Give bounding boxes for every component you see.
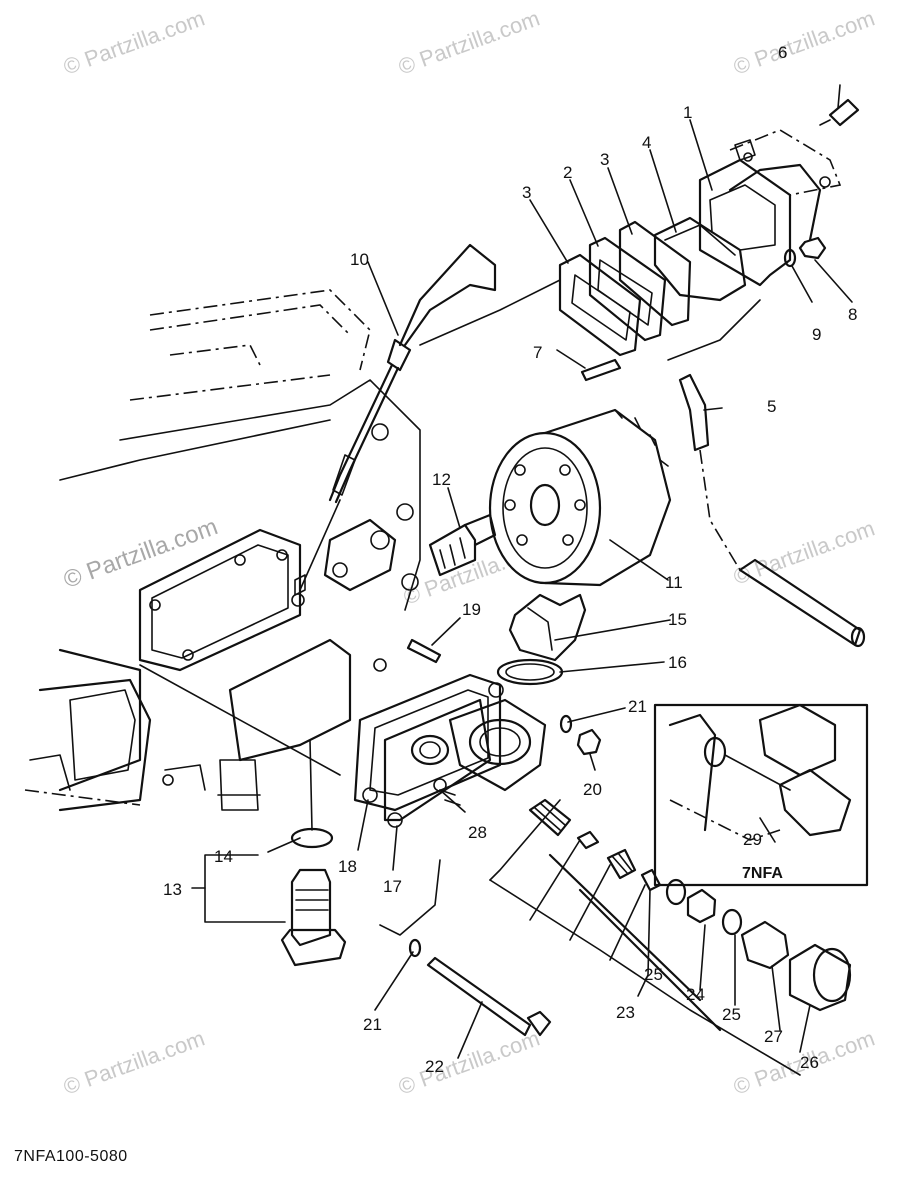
relief-valve-parts	[528, 798, 852, 1032]
callout-26: 26	[800, 1053, 819, 1072]
callout-6: 6	[778, 43, 787, 62]
stud	[580, 358, 622, 382]
diagram-code: 7NFA100-5080	[14, 1148, 128, 1165]
callout-4: 4	[642, 133, 651, 152]
callout-29: 29	[743, 830, 762, 849]
callout-17: 17	[383, 877, 402, 896]
callout-18: 18	[338, 857, 357, 876]
nut-washer	[559, 714, 602, 756]
nut-washer	[783, 236, 827, 268]
callout-25: 25	[644, 965, 663, 984]
callout-20: 20	[583, 780, 602, 799]
callout-11: 11	[665, 573, 683, 592]
callout-25: 25	[722, 1005, 741, 1024]
filler-cap	[496, 593, 587, 686]
engine-block	[24, 289, 421, 812]
callout-28: 28	[468, 823, 487, 842]
banjo-bolt	[280, 827, 347, 967]
callout-7: 7	[533, 343, 542, 362]
callout-8: 8	[848, 305, 857, 324]
callout-24: 24	[686, 985, 705, 1004]
callout-labels: 1 2 3 3 4 5 6 7 8 9 10 11 12 13 14 15 16…	[163, 43, 857, 1076]
callout-3: 3	[600, 150, 609, 169]
dipstick	[299, 243, 497, 591]
upper-cover-assembly	[558, 129, 842, 357]
callout-13: 13	[163, 880, 182, 899]
long-bolt	[408, 938, 552, 1037]
callout-2: 2	[563, 163, 572, 182]
callout-22: 22	[425, 1057, 444, 1076]
callout-12: 12	[432, 470, 451, 489]
hose	[678, 373, 866, 648]
inset-label: 7NFA	[742, 865, 783, 882]
callout-1: 1	[683, 103, 692, 122]
inset-7nfa	[653, 703, 869, 887]
callout-27: 27	[764, 1027, 783, 1046]
oil-filter	[488, 408, 672, 587]
callout-14: 14	[214, 847, 233, 866]
bolt	[819, 98, 860, 127]
threaded-fitting	[428, 513, 497, 577]
callout-3: 3	[522, 183, 531, 202]
callout-15: 15	[668, 610, 687, 629]
leader-lines	[139, 84, 853, 1076]
callout-16: 16	[668, 653, 687, 672]
callout-23: 23	[616, 1003, 635, 1022]
callout-19: 19	[462, 600, 481, 619]
callout-21: 21	[363, 1015, 382, 1034]
callout-9: 9	[812, 325, 821, 344]
stud	[406, 638, 442, 664]
filter-housing	[353, 673, 547, 828]
callout-5: 5	[767, 397, 776, 416]
callout-10: 10	[350, 250, 369, 269]
callout-21: 21	[628, 697, 647, 716]
